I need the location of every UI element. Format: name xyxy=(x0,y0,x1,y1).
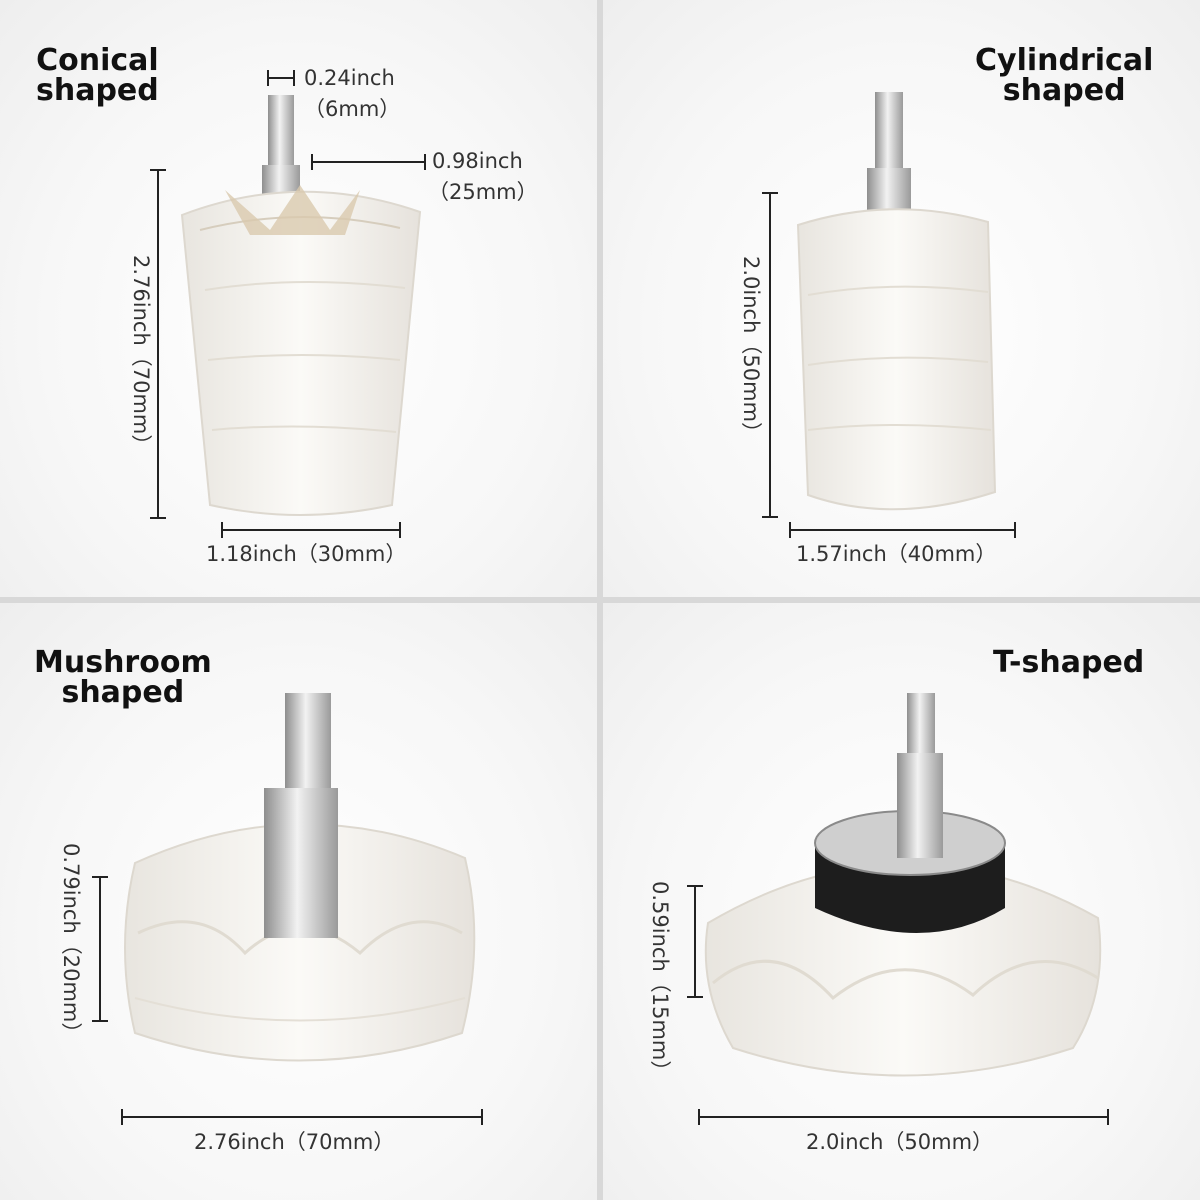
dimension-lines xyxy=(150,70,426,538)
cylindrical-height-label: 2.0inch（50mm） xyxy=(739,256,763,444)
tshaped-title: T-shaped xyxy=(993,645,1145,680)
tshaped-panel: T-shaped 0.59inch（15mm） 2.0inch（50mm） xyxy=(603,603,1200,1200)
cylindrical-title: Cylindrical shaped xyxy=(975,46,1153,106)
tshaped-width-label: 2.0inch（50mm） xyxy=(806,1130,994,1154)
shank xyxy=(875,92,903,172)
cylindrical-buff-illustration xyxy=(762,92,1016,538)
shank xyxy=(907,693,935,763)
conical-hex-width: 0.98inch xyxy=(432,149,523,173)
cylindrical-title-line2: shaped xyxy=(1002,73,1126,108)
conical-buff-illustration xyxy=(150,70,426,538)
mushroom-title: Mushroom shaped xyxy=(34,648,212,708)
mushroom-title-line2: shaped xyxy=(61,675,185,710)
cylindrical-panel: Cylindrical shaped 2.0inch（50mm） 1.57inc… xyxy=(603,0,1200,597)
conical-panel: Conical shaped 0.24inch （6mm） 0.98inch （… xyxy=(0,0,597,597)
conical-bottom-width-label: 1.18inch（30mm） xyxy=(206,542,407,566)
tshaped-height-label: 0.59inch（15mm） xyxy=(648,881,672,1082)
mushroom-height-label: 0.79inch（20mm） xyxy=(59,843,83,1044)
conical-shank-width: 0.24inch xyxy=(304,66,395,90)
conical-hex-width-mm: （25mm） xyxy=(428,180,538,204)
cylindrical-title-line1: Cylindrical xyxy=(975,43,1154,78)
cotton-buff xyxy=(180,190,422,516)
cylindrical-width-label: 1.57inch（40mm） xyxy=(796,542,997,566)
conical-title: Conical shaped xyxy=(36,46,159,106)
cotton-buff xyxy=(796,208,997,511)
shank xyxy=(285,693,331,803)
dimension-lines xyxy=(687,885,1109,1125)
dimension-lines xyxy=(92,876,483,1125)
mushroom-panel: Mushroom shaped 0.79inch（20mm） 2.76inch（… xyxy=(0,603,597,1200)
mushroom-width-label: 2.76inch（70mm） xyxy=(194,1130,395,1154)
conical-title-line2: shaped xyxy=(36,73,159,108)
conical-title-line1: Conical xyxy=(36,43,159,78)
dimension-lines xyxy=(762,192,1016,538)
mushroom-buff-illustration xyxy=(92,693,483,1125)
hex-nut xyxy=(262,165,300,195)
conical-height-label: 2.76inch（70mm） xyxy=(129,255,153,456)
tshaped-buff-illustration xyxy=(687,693,1109,1125)
mushroom-title-line1: Mushroom xyxy=(34,645,212,680)
conical-shank-width-mm: （6mm） xyxy=(304,97,401,121)
